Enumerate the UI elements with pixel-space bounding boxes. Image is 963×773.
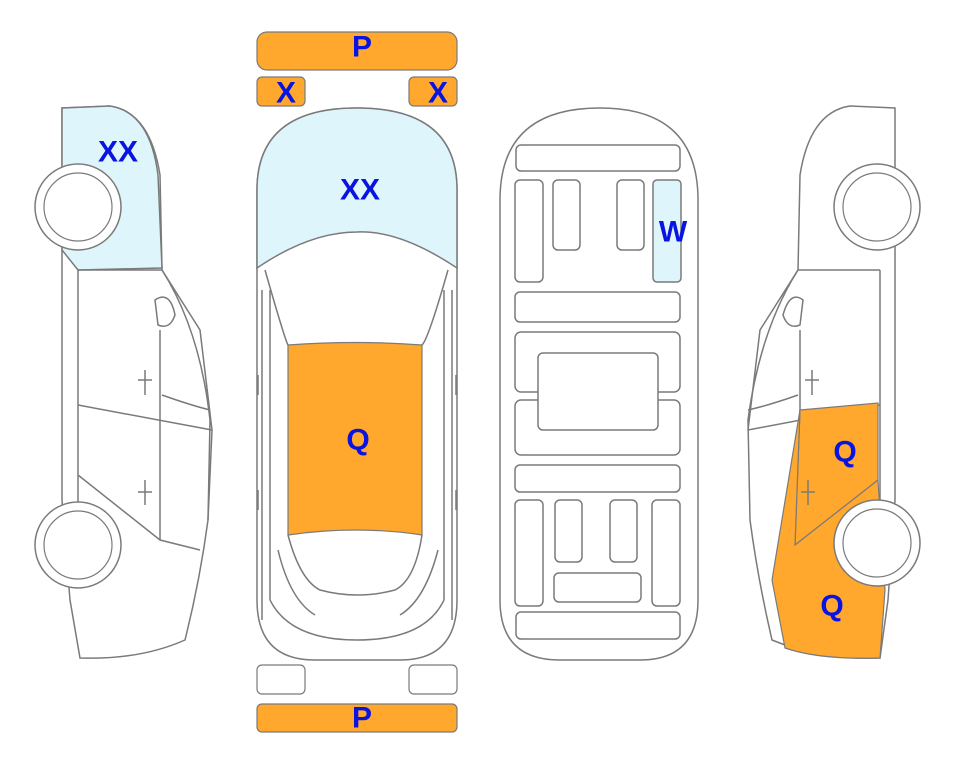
interior-seat-label: W bbox=[659, 216, 688, 249]
left-side-view: XX bbox=[34, 105, 213, 659]
front-bumper-label: P bbox=[352, 31, 372, 64]
left-rear-wheel bbox=[34, 501, 122, 589]
right-front-wheel bbox=[833, 163, 921, 251]
roof-label: Q bbox=[346, 424, 369, 457]
windshield-label: XX bbox=[340, 174, 380, 207]
rear-bumper-label: P bbox=[352, 702, 372, 735]
left-front-glass-label: XX bbox=[98, 136, 138, 169]
right-side-view: Q Q bbox=[747, 105, 921, 659]
left-headlight-label: X bbox=[276, 77, 296, 110]
right-rear-wheel bbox=[833, 499, 921, 587]
interior-seat[interactable] bbox=[652, 179, 682, 283]
windshield[interactable] bbox=[256, 107, 458, 270]
right-rear-quarter-label: Q bbox=[820, 590, 843, 623]
rear-bumper[interactable] bbox=[256, 703, 458, 733]
right-headlight[interactable] bbox=[408, 76, 458, 107]
right-rear-door-label: Q bbox=[833, 436, 856, 469]
right-taillight bbox=[408, 664, 458, 695]
right-headlight-label: X bbox=[428, 77, 448, 110]
top-view: P X X XX Q P bbox=[256, 31, 458, 735]
left-headlight[interactable] bbox=[256, 76, 306, 107]
left-front-wheel bbox=[34, 163, 122, 251]
left-taillight bbox=[256, 664, 306, 695]
right-rear-quarter[interactable] bbox=[771, 409, 886, 659]
interior-view: W bbox=[499, 107, 699, 661]
front-bumper[interactable] bbox=[256, 31, 458, 71]
